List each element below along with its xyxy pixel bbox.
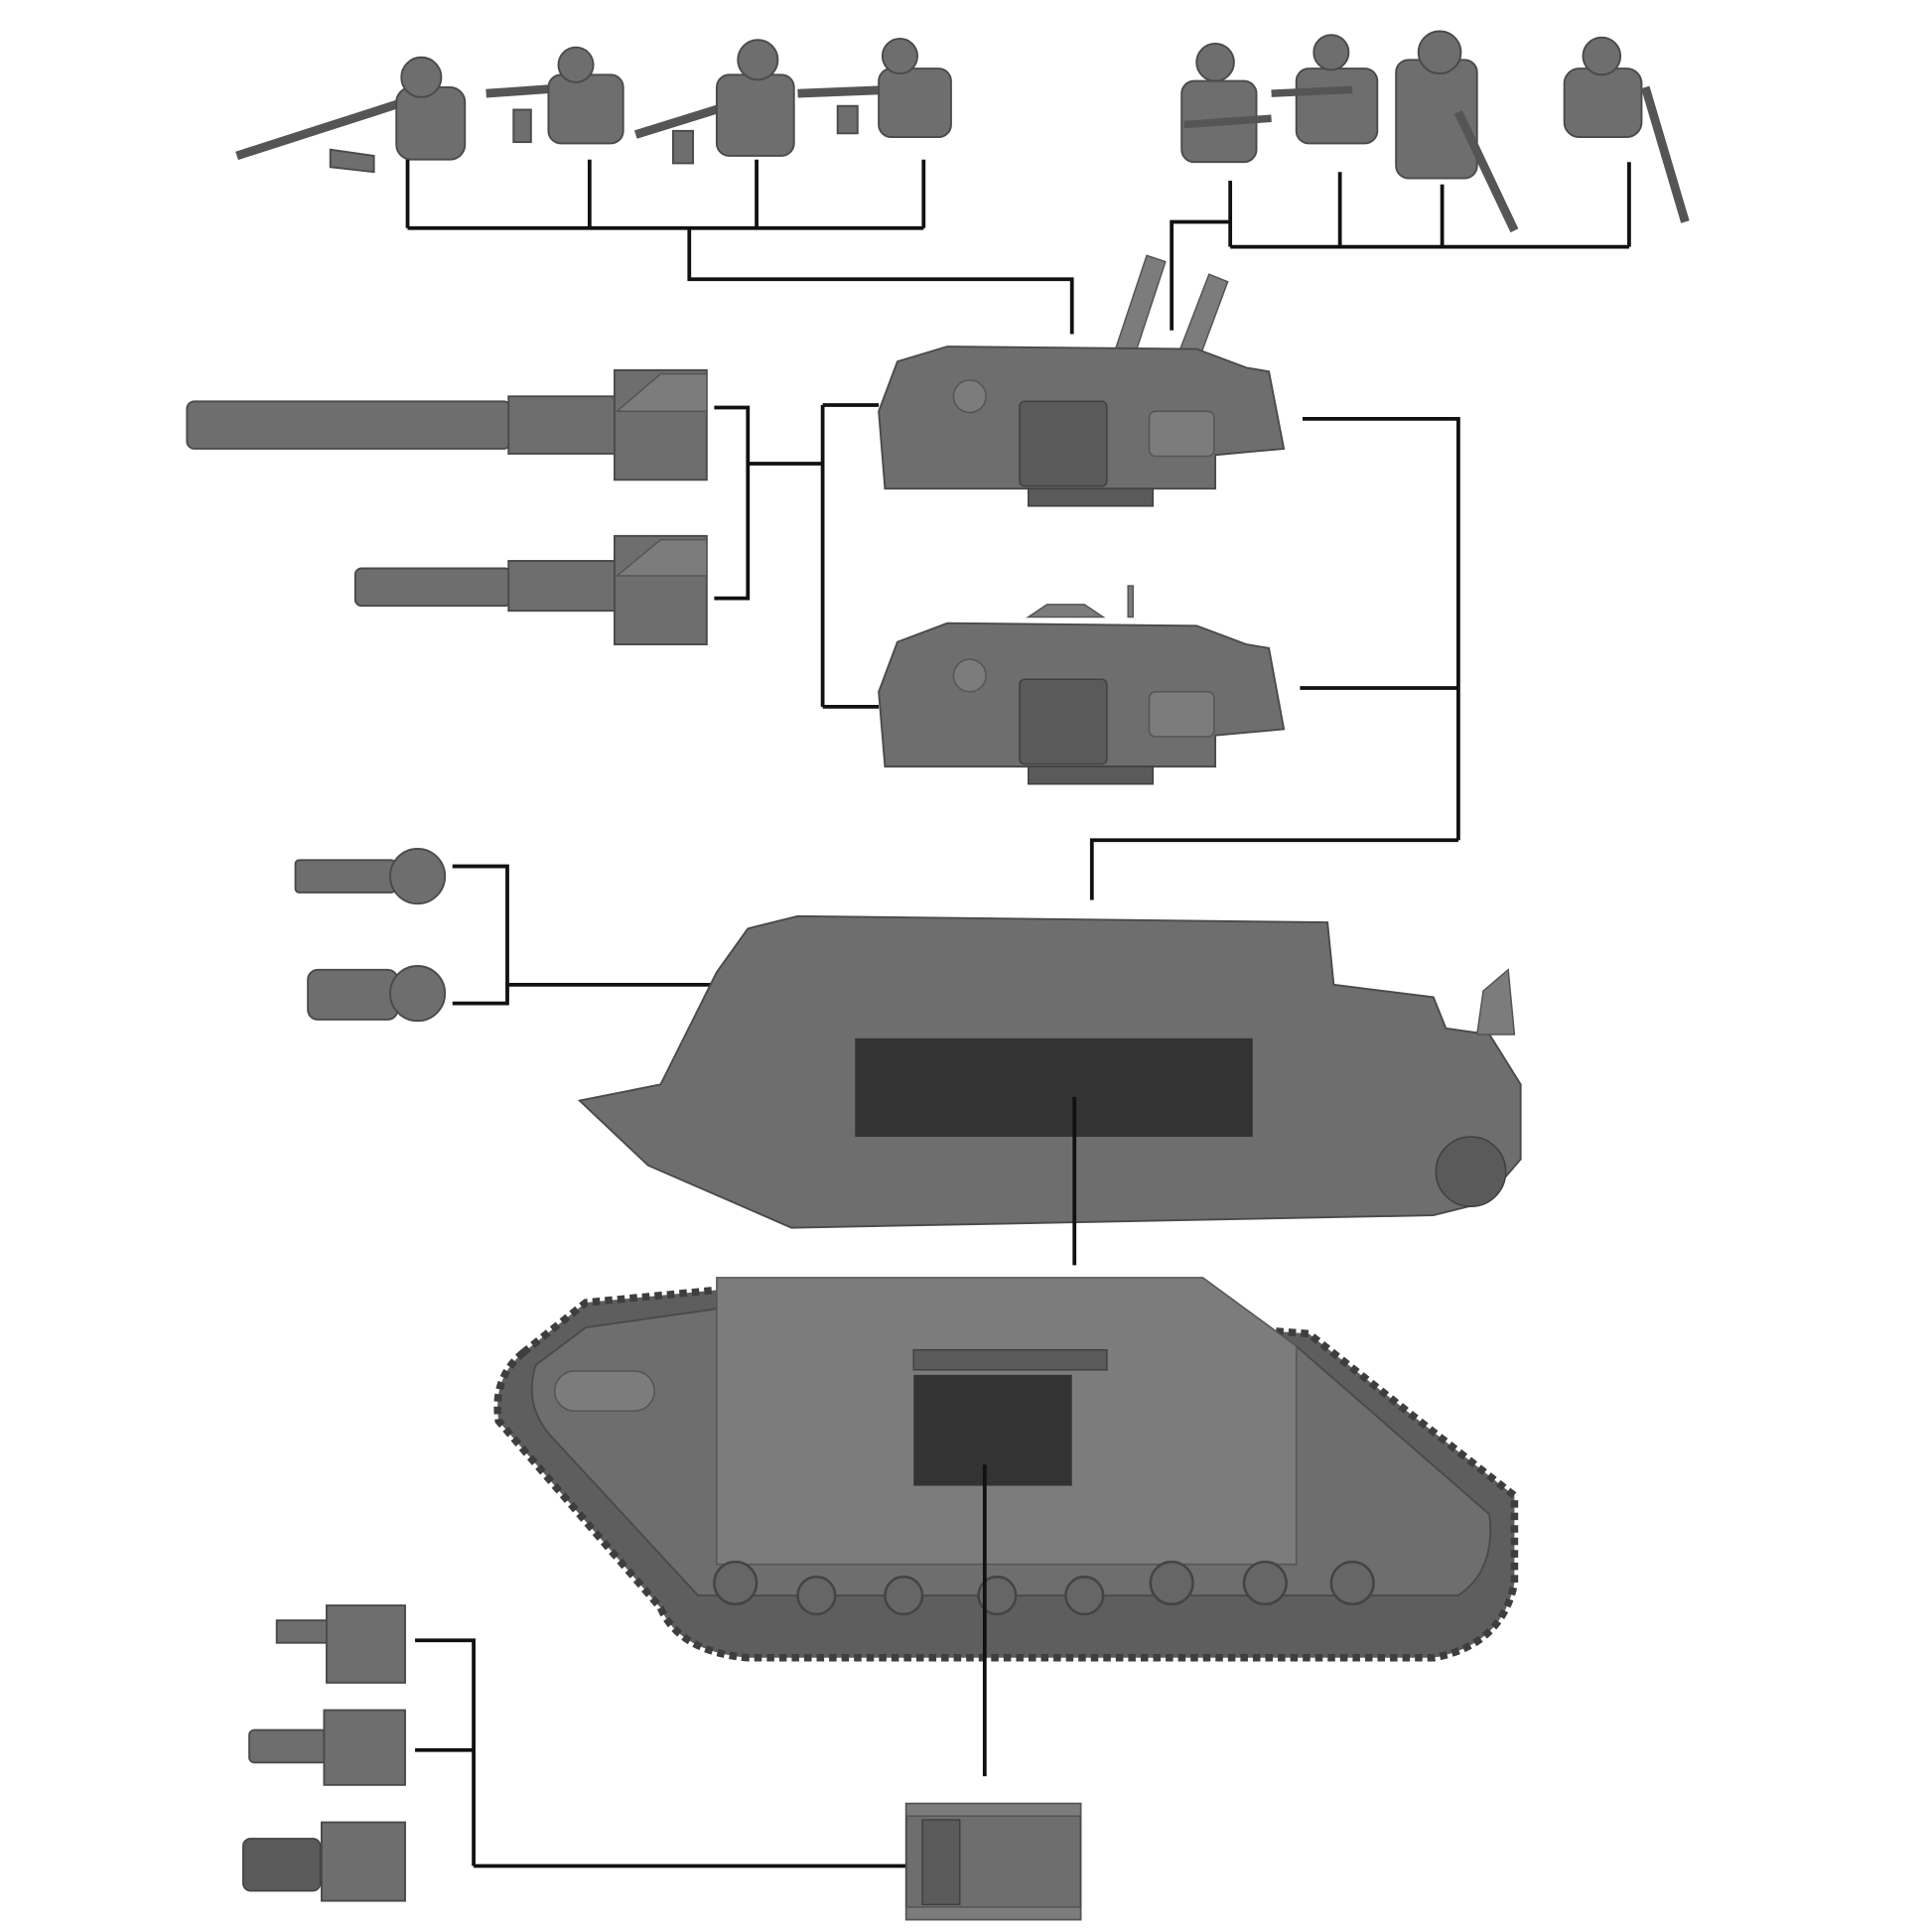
main-gun-short bbox=[353, 534, 708, 646]
crew-figure bbox=[1395, 30, 1519, 233]
crew-group-right bbox=[1180, 30, 1690, 233]
hull-opening bbox=[855, 1037, 1253, 1138]
connector-hull-weapons bbox=[452, 864, 711, 1006]
sponson-weapon-2 bbox=[248, 1709, 406, 1786]
crew-figure bbox=[633, 39, 795, 165]
chassis-opening bbox=[913, 1374, 1072, 1486]
crew-figure bbox=[235, 56, 467, 174]
hull-weapon-flamer bbox=[307, 965, 447, 1023]
crew-figure bbox=[1563, 36, 1690, 223]
connector-crew-left bbox=[405, 159, 1074, 335]
connector-crew-right bbox=[1170, 162, 1631, 331]
connector-main-guns bbox=[714, 403, 880, 709]
tracked-chassis bbox=[493, 1277, 1519, 1662]
turret-hatches-closed bbox=[878, 585, 1286, 785]
crew-figure bbox=[1180, 43, 1272, 164]
crew-figure bbox=[797, 37, 952, 139]
crew-group-left bbox=[235, 37, 952, 174]
sponson-weapon-3 bbox=[242, 1821, 406, 1902]
main-gun-long bbox=[186, 368, 708, 482]
sponson-mount bbox=[904, 1802, 1082, 1921]
hull-weapon-rotary bbox=[294, 848, 447, 905]
crew-figure bbox=[1271, 34, 1379, 145]
crew-figure bbox=[485, 46, 624, 145]
upper-hull bbox=[577, 914, 1522, 1229]
sponson-weapon-1 bbox=[275, 1604, 406, 1684]
connector-sponsons bbox=[415, 1638, 906, 1868]
connector-turrets bbox=[1089, 416, 1460, 900]
turret-hatches-open bbox=[878, 254, 1286, 507]
